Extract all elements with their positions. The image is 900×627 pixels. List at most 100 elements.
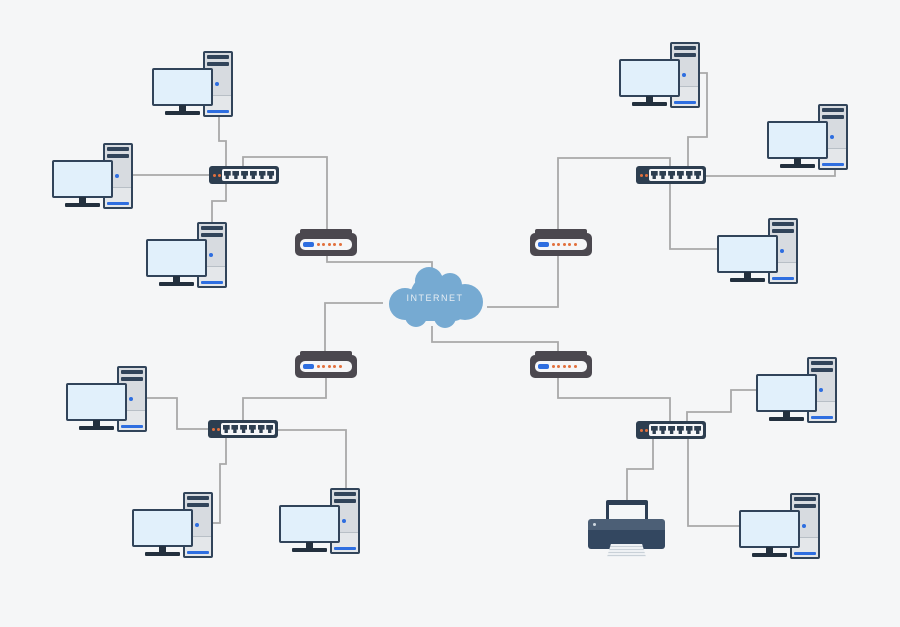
router-3 [295,351,357,378]
power-led-icon [819,388,823,392]
switch-2 [636,166,706,184]
switch-port-panel [649,424,703,436]
router-status-bar [303,242,314,247]
printer-body [588,530,665,549]
computer-monitor [52,160,113,198]
printer-status-light [593,523,596,526]
connection-wire [687,72,708,166]
tower-vent [187,496,209,500]
ethernet-port-icon [249,171,257,179]
monitor-base [632,102,667,106]
ethernet-port-icon [232,171,240,179]
ethernet-port-icon [241,171,249,179]
connection-wire [687,438,740,527]
router-led-icon [333,365,336,368]
monitor-stand [783,411,790,418]
monitor-base [780,164,815,168]
computer-7 [66,366,147,433]
monitor-base [769,417,804,421]
computer-monitor [767,121,828,159]
router-body [295,233,357,256]
ethernet-port-icon [267,171,275,179]
power-led-icon [682,73,686,77]
power-led-icon [802,524,806,528]
monitor-base [79,426,114,430]
router-led-icon [327,243,331,246]
connection-wire [705,170,836,177]
ethernet-port-icon [659,426,667,434]
router-4 [530,351,592,378]
switch-port-panel [649,169,703,181]
tower-vent [674,46,696,50]
tower-vent [107,154,129,158]
connection-wire [146,397,208,430]
tower-vent [811,368,833,372]
monitor-base [65,203,100,207]
tower-vent [121,370,143,374]
router-status-bar [303,364,314,369]
switch-led-icon [644,429,648,432]
monitor-base [165,111,200,115]
power-led-icon [215,82,219,86]
tower-vent [772,222,794,226]
cloud-icon [389,267,483,328]
tower-base-stripe [107,202,129,205]
computer-6 [717,218,798,285]
switch-3 [208,420,278,438]
monitor-base [752,553,787,557]
switch-led-icon [213,174,216,177]
ethernet-port-icon [676,426,684,434]
switch-led-icon [644,174,648,177]
connection-wire [213,438,227,524]
monitor-stand [159,546,166,553]
connection-wire [669,184,718,250]
tower-base-stripe [674,101,696,104]
power-led-icon [195,523,199,527]
router-front-panel [300,239,352,250]
printer-output-paper [607,544,646,557]
router-led-icon [557,365,560,368]
switch-1 [209,166,279,184]
tower-base-stripe [811,416,833,419]
tower-vent [187,503,209,507]
power-led-icon [115,174,119,178]
router-led-icon [568,243,571,246]
ethernet-port-icon [257,425,265,433]
router-led-icon [557,243,560,246]
power-led-icon [342,519,346,523]
monitor-base [292,548,327,552]
monitor-stand [93,420,100,427]
connection-wire [278,429,347,488]
computer-3 [146,222,227,289]
printer-paper [609,505,645,522]
router-1 [295,229,357,256]
tower-base-stripe [794,552,816,555]
computer-tower [670,42,700,108]
monitor-stand [179,105,186,112]
router-status-bar [538,242,549,247]
power-led-icon [129,397,133,401]
switch-port-panel [222,169,276,181]
router-front-panel [535,361,587,372]
router-led-icon [322,365,325,368]
tower-base-stripe [187,551,209,554]
tower-vent [207,55,229,59]
tower-vent [794,497,816,501]
tower-vent [822,108,844,112]
tower-base-stripe [121,425,143,428]
ethernet-port-icon [240,425,248,433]
monitor-base [730,278,765,282]
ethernet-port-icon [248,425,256,433]
tower-vent [121,377,143,381]
router-body [295,355,357,378]
tower-vent [334,492,356,496]
tower-vent [794,504,816,508]
tower-base-stripe [334,547,356,550]
router-led-icon [573,243,577,246]
tower-vent [207,62,229,66]
ethernet-port-icon [685,171,693,179]
router-led-icon [327,365,331,368]
ethernet-port-icon [222,425,230,433]
tower-base-stripe [207,110,229,113]
router-led-icon [551,243,555,246]
